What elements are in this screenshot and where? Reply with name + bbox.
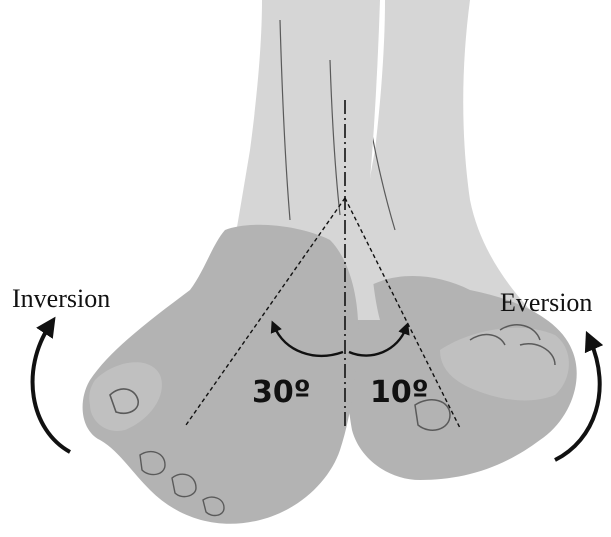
inverted-foot (83, 0, 380, 524)
eversion-label: Eversion (500, 288, 592, 317)
inversion-arrow-icon (33, 325, 70, 452)
eversion-angle-label: 10º (370, 375, 429, 410)
inversion-angle-label: 30º (252, 375, 311, 410)
inversion-label: Inversion (12, 284, 110, 313)
